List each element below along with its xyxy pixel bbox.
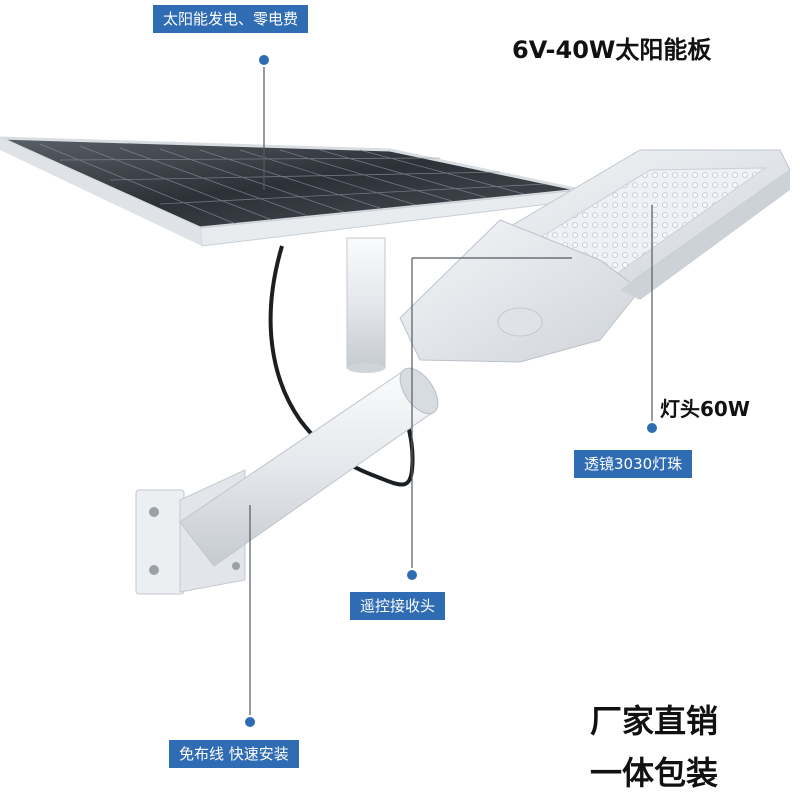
- panel-title: 6V-40W太阳能板: [512, 36, 712, 64]
- slogan-factory-direct: 厂家直销: [590, 702, 719, 740]
- callout-install: 免布线 快速安装: [169, 740, 299, 768]
- lamp-head: [399, 149, 791, 363]
- panel-support: [346, 237, 386, 373]
- slogan-integrated-package: 一体包装: [590, 754, 719, 792]
- callout-dots: [243, 53, 659, 729]
- callout-remote: 遥控接收头: [350, 592, 446, 620]
- lamp-head-label: 灯头60W: [660, 397, 750, 421]
- callout-solar: 太阳能发电、零电费: [153, 5, 309, 33]
- arm-pole: [179, 367, 439, 567]
- solar-panel: [0, 136, 583, 247]
- callout-leaders: [249, 60, 653, 722]
- callout-lens: 透镜3030灯珠: [574, 450, 693, 478]
